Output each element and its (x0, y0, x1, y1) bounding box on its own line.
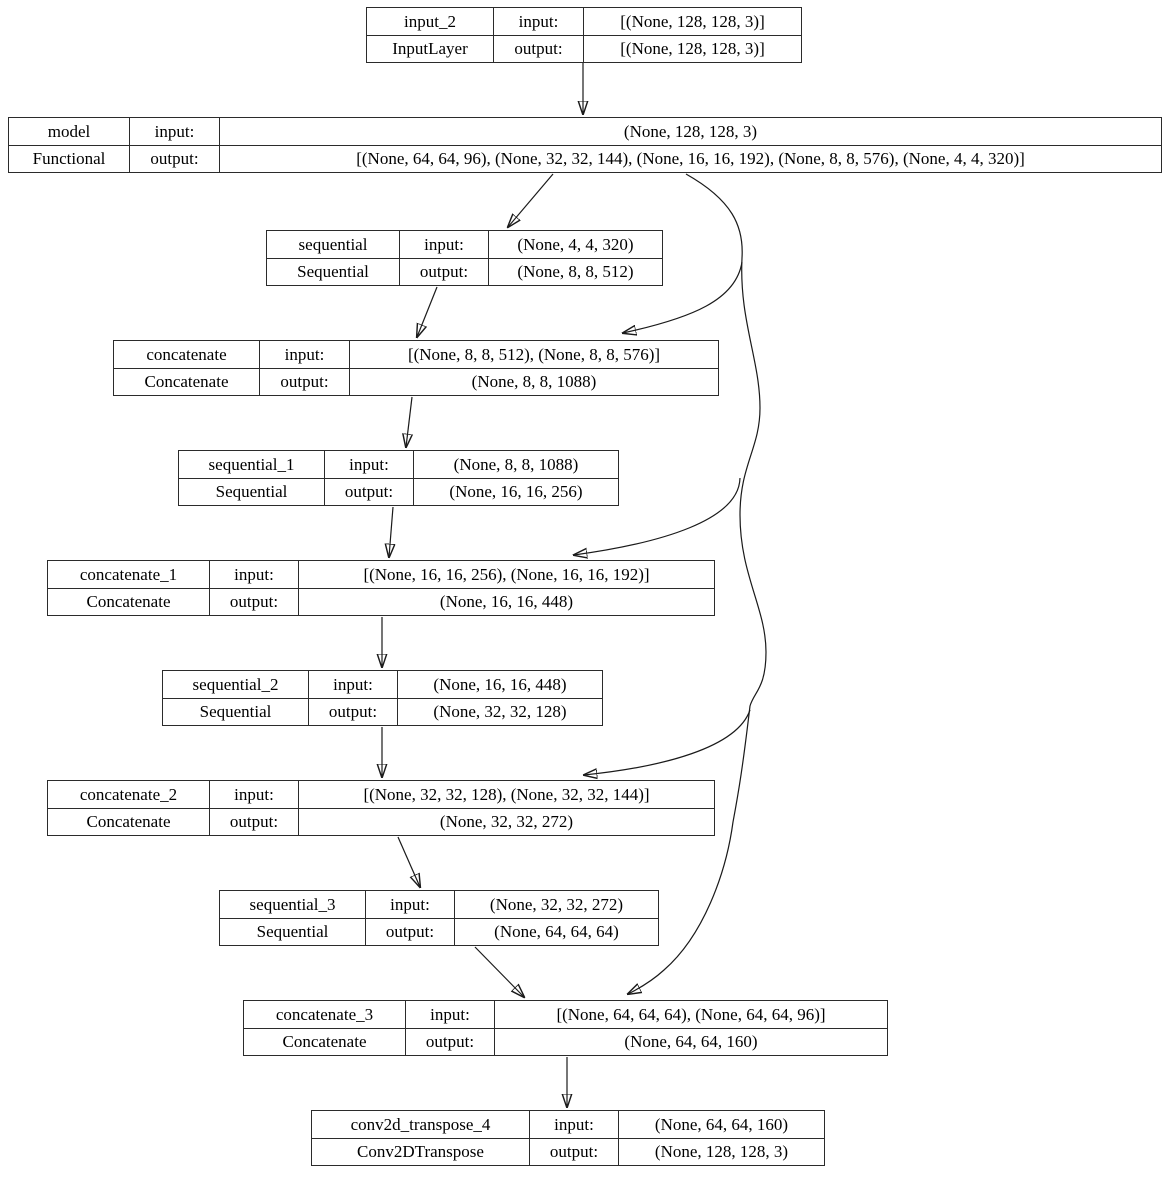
output-label: output: (405, 1028, 494, 1055)
edge-concatenate_2-sequential_3 (397, 836, 420, 887)
edge-sequential_3-concatenate_3 (474, 946, 524, 997)
output-shape: [(None, 128, 128, 3)] (583, 35, 801, 62)
layer-name: model (47, 121, 91, 141)
layer-type: Concatenate (48, 588, 209, 615)
layer-name: concatenate_1 (79, 564, 178, 584)
input-label: input: (365, 891, 454, 918)
input-shape: [(None, 32, 32, 128), (None, 32, 32, 144… (298, 781, 714, 808)
input-label: input: (405, 1001, 494, 1028)
edge-concatenate-sequential_1 (406, 396, 412, 447)
edge-model-concatenate-branch (623, 261, 743, 333)
output-label: output: (529, 1138, 618, 1165)
edge-model-sequential (508, 173, 554, 227)
input-shape: [(None, 16, 16, 256), (None, 16, 16, 192… (298, 561, 714, 588)
input-label: input: (209, 781, 298, 808)
node-concatenate_1: concatenate_1 input: [(None, 16, 16, 256… (47, 560, 715, 616)
layer-type: Concatenate (48, 808, 209, 835)
output-shape: (None, 64, 64, 160) (494, 1028, 887, 1055)
output-label: output: (209, 808, 298, 835)
output-shape: [(None, 64, 64, 96), (None, 32, 32, 144)… (219, 145, 1161, 172)
input-shape: (None, 128, 128, 3) (219, 118, 1161, 145)
layer-type: Sequential (267, 258, 399, 285)
node-sequential: sequential input: (None, 4, 4, 320) Sequ… (266, 230, 663, 286)
layer-name: sequential_2 (192, 674, 279, 694)
node-sequential_3: sequential_3 input: (None, 32, 32, 272) … (219, 890, 659, 946)
edge-sequential-concatenate (417, 286, 438, 337)
output-label: output: (493, 35, 583, 62)
layer-name: concatenate_3 (275, 1004, 374, 1024)
input-label: input: (129, 118, 219, 145)
edge-model-concatenate_2-branch (584, 709, 751, 775)
output-shape: (None, 64, 64, 64) (454, 918, 658, 945)
output-label: output: (129, 145, 219, 172)
layer-name: concatenate_2 (79, 784, 178, 804)
input-label: input: (308, 671, 397, 698)
output-label: output: (365, 918, 454, 945)
output-shape: (None, 32, 32, 272) (298, 808, 714, 835)
layer-name: conv2d_transpose_4 (350, 1114, 491, 1134)
input-label: input: (259, 341, 349, 368)
input-shape: (None, 8, 8, 1088) (413, 451, 618, 478)
node-concatenate: concatenate input: [(None, 8, 8, 512), (… (113, 340, 719, 396)
output-label: output: (399, 258, 488, 285)
layer-type: Sequential (163, 698, 308, 725)
node-conv2d_transpose_4: conv2d_transpose_4 input: (None, 64, 64,… (311, 1110, 825, 1166)
layer-type: Concatenate (114, 368, 259, 395)
input-shape: [(None, 128, 128, 3)] (583, 8, 801, 35)
layer-type: Conv2DTranspose (312, 1138, 529, 1165)
input-shape: (None, 32, 32, 272) (454, 891, 658, 918)
edge-model-concatenate_1-branch (574, 477, 741, 555)
output-shape: (None, 32, 32, 128) (397, 698, 602, 725)
output-shape: (None, 16, 16, 256) (413, 478, 618, 505)
input-shape: (None, 4, 4, 320) (488, 231, 662, 258)
input-shape: [(None, 8, 8, 512), (None, 8, 8, 576)] (349, 341, 718, 368)
input-label: input: (209, 561, 298, 588)
layer-type: Sequential (179, 478, 324, 505)
output-shape: (None, 8, 8, 1088) (349, 368, 718, 395)
node-model: model input: (None, 128, 128, 3) Functio… (8, 117, 1162, 173)
output-label: output: (209, 588, 298, 615)
layer-name: sequential (298, 234, 368, 254)
input-label: input: (399, 231, 488, 258)
layer-type: Sequential (220, 918, 365, 945)
input-label: input: (324, 451, 413, 478)
layer-type: InputLayer (367, 35, 493, 62)
layer-name: sequential_1 (208, 454, 295, 474)
edge-sequential_1-concatenate_1 (389, 506, 393, 557)
node-concatenate_3: concatenate_3 input: [(None, 64, 64, 64)… (243, 1000, 888, 1056)
node-sequential_1: sequential_1 input: (None, 8, 8, 1088) S… (178, 450, 619, 506)
layer-name: concatenate (146, 344, 227, 364)
input-label: input: (493, 8, 583, 35)
edge-model-concatenate_3-trunk (628, 173, 767, 994)
input-label: input: (529, 1111, 618, 1138)
output-shape: (None, 128, 128, 3) (618, 1138, 824, 1165)
output-shape: (None, 8, 8, 512) (488, 258, 662, 285)
input-shape: (None, 64, 64, 160) (618, 1111, 824, 1138)
output-shape: (None, 16, 16, 448) (298, 588, 714, 615)
layer-type: Functional (9, 145, 129, 172)
layer-name: sequential_3 (249, 894, 336, 914)
output-label: output: (259, 368, 349, 395)
layer-type: Concatenate (244, 1028, 405, 1055)
input-shape: (None, 16, 16, 448) (397, 671, 602, 698)
layer-name: input_2 (404, 11, 456, 31)
output-label: output: (324, 478, 413, 505)
node-concatenate_2: concatenate_2 input: [(None, 32, 32, 128… (47, 780, 715, 836)
output-label: output: (308, 698, 397, 725)
node-input_2: input_2 input: [(None, 128, 128, 3)] Inp… (366, 7, 802, 63)
input-shape: [(None, 64, 64, 64), (None, 64, 64, 96)] (494, 1001, 887, 1028)
node-sequential_2: sequential_2 input: (None, 16, 16, 448) … (162, 670, 603, 726)
